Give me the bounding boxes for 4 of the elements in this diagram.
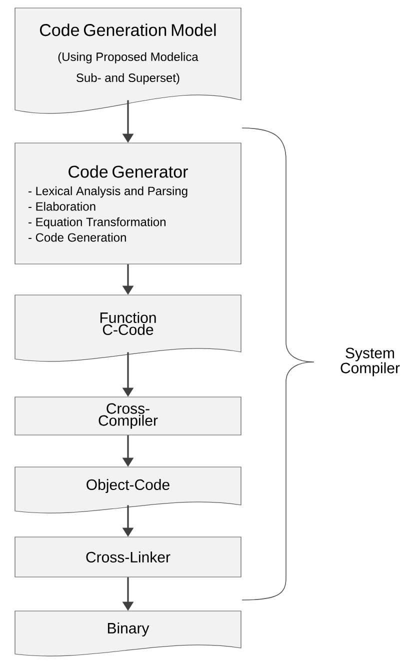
process-box: Cross-Linker	[14, 536, 242, 578]
process-box: Code Generator - Lexical Analysis and Parsing - Elaboration - Equation Transformation - Code Generation	[14, 142, 242, 264]
process-box: Cross-Compiler	[14, 396, 242, 436]
brace-label: System Compiler	[340, 348, 400, 376]
